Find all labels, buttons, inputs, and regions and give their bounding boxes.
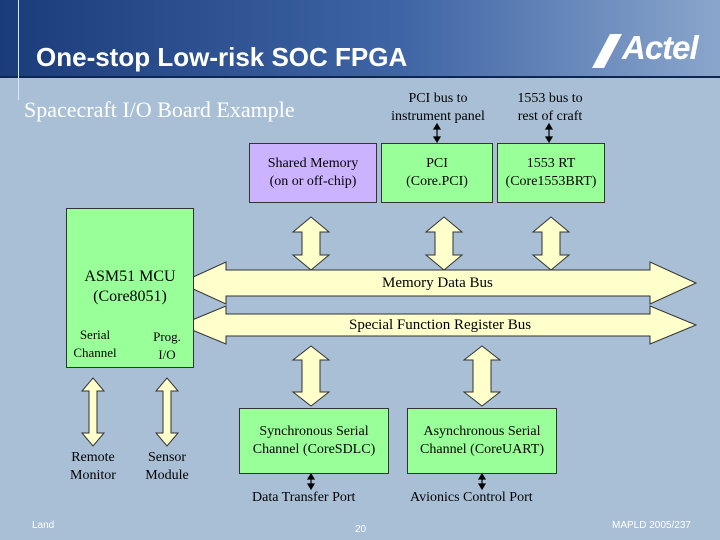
avionics-control-port-label: Avionics Control Port [410, 490, 533, 505]
bus-1553-label-line2: rest of craft [517, 109, 583, 124]
mcu-block: ASM51 MCU (Core8051) [66, 208, 194, 368]
pci-bus-label: PCI bus to instrument panel [382, 90, 494, 126]
async-serial-line1: Asynchronous Serial [423, 424, 541, 439]
memory-data-bus-arrow [178, 261, 698, 305]
remote-monitor-line1: Remote [71, 450, 115, 465]
serial-channel-line1: Serial [79, 327, 111, 342]
footer-right: MAPLD 2005/237 [612, 520, 691, 531]
bus-1553-label: 1553 bus to rest of craft [502, 90, 598, 126]
actel-logo-text: Actel [622, 29, 699, 66]
actel-logo-icon [592, 34, 622, 68]
prog-io-label: Prog. I/O [140, 328, 194, 364]
serial-channel-line2: Channel [73, 345, 117, 360]
page-number: 20 [355, 524, 367, 535]
prog-io-line1: Prog. [153, 329, 181, 344]
shared-memory-connector-arrow [291, 216, 331, 271]
remote-monitor-arrow [80, 377, 106, 447]
footer-left: Land [32, 520, 55, 531]
sensor-module-label: Sensor Module [134, 449, 200, 485]
mcu-line1: ASM51 MCU [84, 268, 176, 285]
bus-1553-label-line1: 1553 bus to [517, 91, 583, 106]
rt1553-line1: 1553 RT [526, 156, 576, 171]
rt1553-block: 1553 RT (Core1553BRT) [497, 143, 605, 203]
sfr-bus-arrow [178, 305, 698, 345]
sync-serial-line1: Synchronous Serial [259, 424, 369, 439]
pci-bus-label-line1: PCI bus to [408, 91, 468, 106]
rt1553-line2: (Core1553BRT) [505, 174, 597, 189]
slide-subtitle: Spacecraft I/O Board Example [24, 97, 295, 122]
shared-memory-line2: (on or off-chip) [269, 174, 357, 189]
pci-bus-label-line2: instrument panel [391, 109, 485, 124]
memory-data-bus-label: Memory Data Bus [382, 275, 493, 291]
title-bar-edge [0, 76, 720, 78]
decorative-line [18, 0, 19, 100]
rt1553-connector-arrow [531, 216, 571, 271]
prog-io-line2: I/O [158, 347, 176, 362]
pci-line1: PCI [426, 156, 448, 171]
pci-block: PCI (Core.PCI) [381, 143, 493, 203]
uart-connector-arrow [462, 345, 502, 407]
sensor-module-line1: Sensor [147, 450, 187, 465]
pci-line2: (Core.PCI) [406, 174, 468, 189]
title-bar [0, 0, 720, 78]
pci-connector-arrow [424, 216, 464, 271]
data-transfer-port-label: Data Transfer Port [252, 490, 356, 505]
async-serial-line2: Channel (CoreUART) [420, 442, 544, 457]
sfr-bus-label: Special Function Register Bus [349, 317, 532, 333]
sdlc-connector-arrow [291, 345, 331, 407]
mcu-line2: (Core8051) [93, 288, 167, 305]
shared-memory-block: Shared Memory (on or off-chip) [249, 143, 377, 203]
sensor-module-line2: Module [145, 468, 189, 483]
sync-serial-line2: Channel (CoreSDLC) [252, 442, 376, 457]
sync-serial-block: Synchronous Serial Channel (CoreSDLC) [239, 408, 389, 474]
sensor-module-arrow [154, 377, 180, 447]
async-serial-block: Asynchronous Serial Channel (CoreUART) [407, 408, 557, 474]
shared-memory-line1: Shared Memory [267, 156, 359, 171]
remote-monitor-line2: Monitor [70, 468, 116, 483]
serial-channel-label: Serial Channel [64, 326, 126, 362]
remote-monitor-label: Remote Monitor [58, 449, 128, 485]
slide-title: One-stop Low-risk SOC FPGA [36, 42, 408, 72]
